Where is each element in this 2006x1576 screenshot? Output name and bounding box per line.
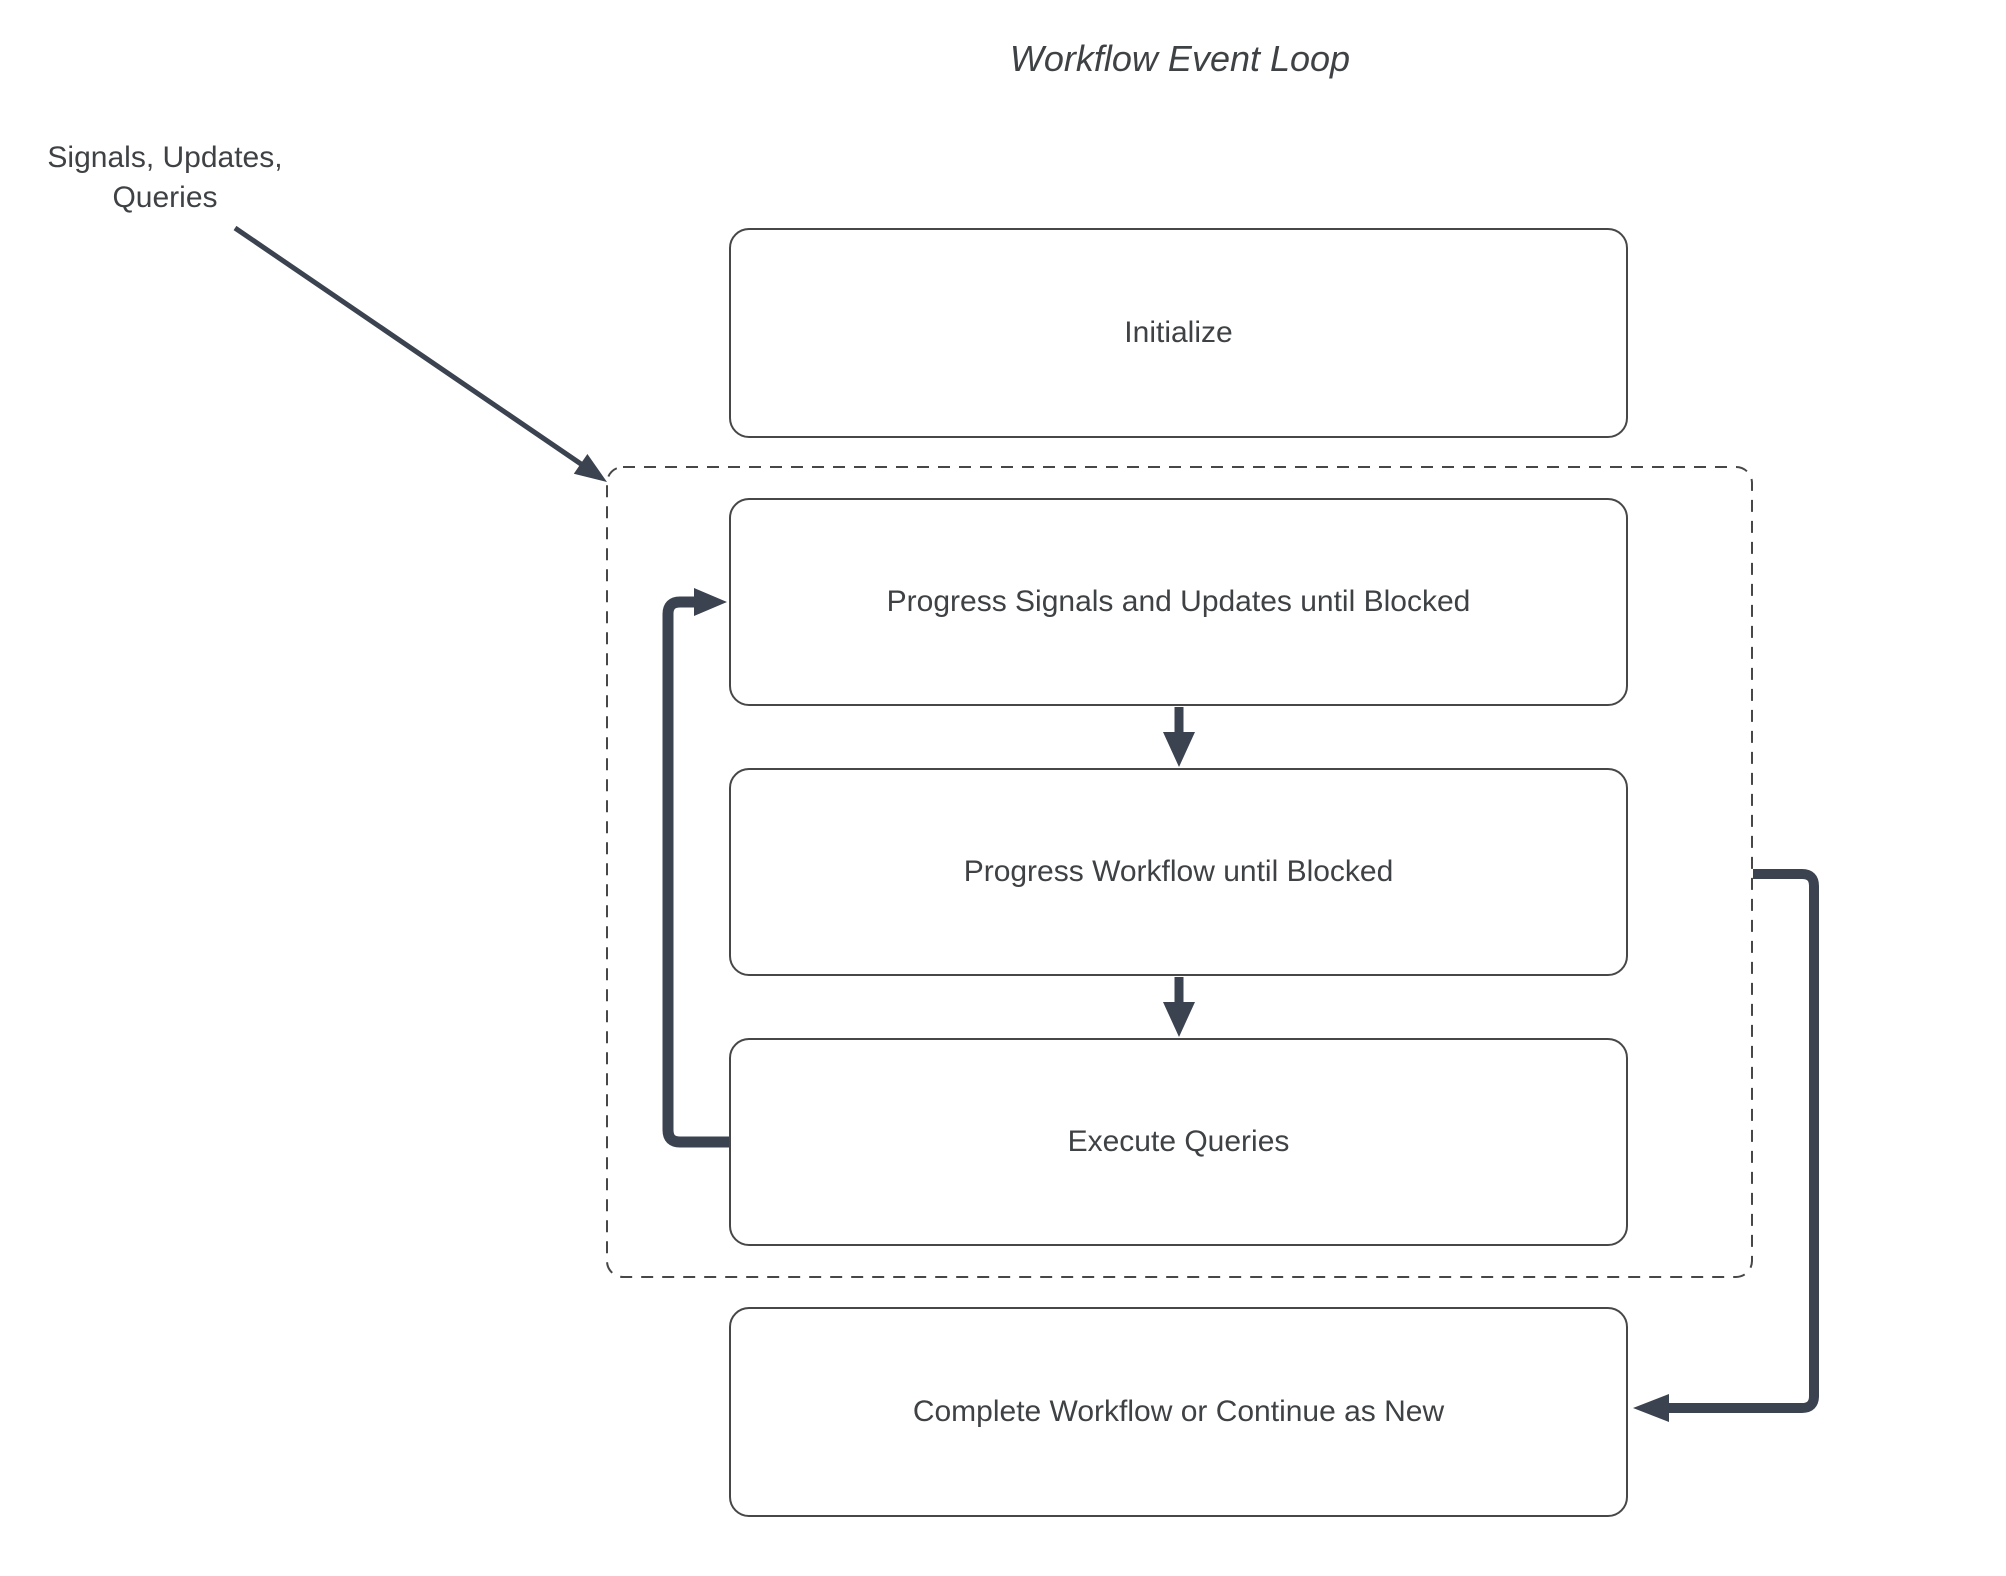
node-initialize: Initialize	[729, 228, 1628, 438]
arrow-progress-workflow-to-execute-queries	[1163, 977, 1195, 1037]
node-execute-queries-label: Execute Queries	[1067, 1125, 1290, 1158]
node-execute-queries: Execute Queries	[729, 1038, 1628, 1246]
node-progress-signals-label: Progress Signals and Updates until Block…	[886, 585, 1471, 618]
node-complete-workflow: Complete Workflow or Continue as New	[729, 1307, 1628, 1517]
node-complete-workflow-label: Complete Workflow or Continue as New	[912, 1395, 1445, 1428]
node-initialize-label: Initialize	[1124, 316, 1233, 349]
arrow-execute-queries-to-progress-signals	[662, 588, 729, 1148]
arrow-event-loop-to-complete	[1633, 869, 1819, 1422]
node-progress-signals: Progress Signals and Updates until Block…	[729, 498, 1628, 706]
node-progress-workflow: Progress Workflow until Blocked	[729, 768, 1628, 976]
signals-updates-queries-label: Signals, Updates, Queries	[47, 141, 283, 214]
node-progress-workflow-label: Progress Workflow until Blocked	[963, 855, 1394, 888]
diagram-title: Workflow Event Loop	[1009, 38, 1351, 79]
arrow-signals-to-event-loop	[233, 225, 607, 482]
arrow-progress-signals-to-progress-workflow	[1163, 707, 1195, 767]
